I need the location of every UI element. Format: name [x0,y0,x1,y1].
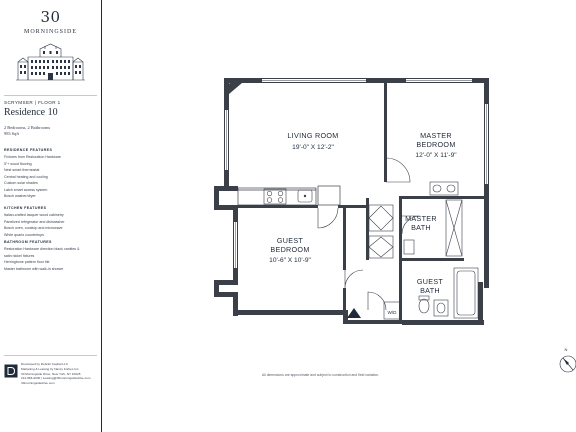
master-bedroom-label-2: BEDROOM [416,140,455,149]
master-bedroom-dims: 12'-0" X 11'-9" [415,152,457,159]
closets [368,204,394,259]
compass-label: N [565,347,568,352]
kitchen-sink-icon [297,189,313,203]
unit-specs: 2 Bedrooms, 2 Bathrooms 983 Sqft [4,125,50,137]
logo-name: MORNINGSIDE [24,29,77,35]
list-item: Fixtures from Restoration Hardware [4,155,61,159]
list-item: Panelized refrigerator and dishwasher [4,219,65,224]
list-item: Latch smart access system [4,187,48,192]
info-sidebar: 30 MORNINGSIDE [0,0,101,432]
sidebar-divider [101,0,102,432]
developer-line: Developed by Debrah Capital LLC [21,362,68,366]
residence-title: Residence 10 [4,107,58,118]
cooktop-icon [263,188,287,205]
list-item: Custom solar shades [4,181,38,185]
washer-dryer-icon [383,301,401,320]
guest-bath-label-2: BATH [420,286,440,295]
developer-line: 212-866-9030 | Leasing@30morningsidedriv… [21,376,91,381]
window-openings [225,79,488,268]
door-swings [317,157,421,311]
guest-bath-label: GUEST [417,277,444,286]
logo-number: 30 [40,8,61,26]
interior-walls [238,82,484,324]
list-item: 5”+ wood flooring [4,161,32,166]
residence-features-list: Fixtures from Restoration Hardware 5”+ w… [4,154,61,200]
disclaimer-text: All dimensions are approximate and subje… [262,373,380,377]
developer-line: Marketing & Leasing by Nancy Forbes Inc. [21,366,80,371]
divider [4,355,97,356]
developer-credits: Developed by Debrah Capital LLC Marketin… [21,362,90,386]
list-item: White quartz countertops [4,232,44,237]
north-arrow-icon: N [559,347,576,373]
list-item: Bosch washer/dryer [4,194,36,198]
kitchen-features-list: Italian-crafted lacquer wood cabinetry P… [4,212,65,238]
guest-bedroom-dims: 10'-6" X 10'-9" [269,257,311,264]
list-item: Central heating and cooling [4,174,48,179]
list-item: Restoration Hardware direction black van… [4,247,80,251]
living-room-dims: 19'-0" X 12'-2" [292,144,334,151]
bathroom-features-list: Restoration Hardware direction black van… [4,246,80,272]
building-floor-label: SCRYMSER | FLOOR 1 [4,100,61,105]
corner-wall [224,78,242,94]
bathroom-features-title: BATHROOM FEATURES [4,240,52,244]
entry-arrow-icon [347,308,361,318]
guest-bath-fixtures [418,267,479,319]
developer-line: 30 Morningside Drive, New York, NY 10025 [21,371,81,376]
guest-bedroom-label-2: BEDROOM [270,245,309,254]
master-bath-label-2: BATH [411,223,431,232]
list-item: Italian-crafted lacquer wood cabinetry [4,213,64,217]
master-bath-fixtures [403,181,463,257]
list-item: Nest smart thermostat [4,168,40,172]
living-room-label: LIVING ROOM [287,131,338,140]
kitchen-counter [237,185,341,206]
divider [4,95,97,96]
list-item: satin nickel fixtures [4,253,35,258]
master-bedroom-label: MASTER [420,131,452,140]
list-item: Master bathroom with walk-in shower [4,266,64,271]
building-illustration-icon [16,43,85,81]
washer-dryer-label: W/D [388,310,398,315]
developer-logo-icon [4,364,18,378]
exterior-walls [214,78,489,325]
kitchen-features-title: KITCHEN FEATURES [4,206,47,210]
list-item: Bosch oven, cooktop and microwave [4,226,63,230]
developer-line: 30morningsidedrive.com [21,381,55,386]
unit-size: 983 Sqft [4,131,20,137]
guest-bedroom-label: GUEST [277,236,304,245]
window-glazing [226,80,487,268]
bed-bath-count: 2 Bedrooms, 2 Bathrooms [4,125,51,130]
residence-features-title: RESIDENCE FEATURES [4,148,53,152]
master-bath-label: MASTER [405,214,437,223]
list-item: Herringbone pattern floor tile [4,260,50,264]
